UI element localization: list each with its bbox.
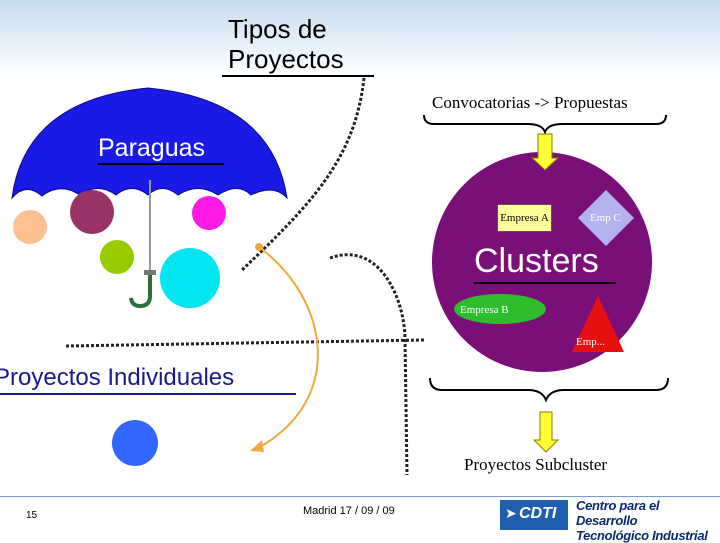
circle-cyan — [160, 248, 220, 308]
label-empresa-a: Empresa A — [497, 204, 552, 232]
label-clusters: Clusters — [474, 242, 599, 280]
umbrella-handle-collar — [144, 270, 156, 275]
label-paraguas: Paraguas — [98, 134, 206, 162]
label-convocatorias: Convocatorias -> Propuestas — [432, 93, 628, 112]
circle-blue — [112, 420, 158, 466]
label-emp-etc: Emp... — [576, 336, 606, 348]
paraguas-underline — [98, 163, 224, 165]
orange-curve-arrowhead — [250, 440, 264, 452]
arrow-down-bottom — [532, 411, 560, 453]
page-number: 15 — [26, 510, 38, 521]
circle-magenta — [192, 196, 226, 230]
label-proyectos-individuales: Proyectos Individuales — [0, 364, 235, 391]
circle-maroon — [70, 190, 114, 234]
dotted-line-horizontal — [65, 338, 425, 348]
label-proyectos-subcluster: Proyectos Subcluster — [464, 455, 608, 474]
footer-divider — [0, 496, 720, 497]
dotted-curve-right — [329, 253, 409, 476]
title-underline — [222, 75, 374, 77]
clusters-underline — [474, 282, 616, 284]
circle-peach — [13, 210, 47, 244]
brace-top — [423, 114, 667, 135]
circle-lime — [100, 240, 134, 274]
umbrella-handle — [129, 272, 152, 309]
label-empresa-b: Empresa B — [460, 304, 509, 316]
orange-curve — [257, 246, 319, 449]
emp-etc-triangle — [572, 296, 624, 352]
empresa-b-ellipse — [454, 294, 546, 324]
arrow-down-top — [530, 133, 560, 171]
brace-bottom — [429, 377, 669, 403]
dotted-curve-top — [240, 77, 366, 272]
emp-c-diamond — [578, 190, 634, 246]
slide-title: Tipos de Proyectos — [228, 14, 344, 74]
cdti-logo-text: CDTI — [519, 505, 557, 522]
organization-name: Centro para el Desarrollo Tecnológico In… — [576, 498, 708, 543]
cdti-logo-icon: ➤ — [505, 505, 517, 521]
cdti-logo — [500, 500, 568, 530]
proyectos-individuales-underline — [0, 393, 296, 395]
slide-date: Madrid 17 / 09 / 09 — [303, 505, 395, 517]
title-banner — [0, 0, 720, 75]
label-emp-c: Emp C — [590, 212, 621, 224]
